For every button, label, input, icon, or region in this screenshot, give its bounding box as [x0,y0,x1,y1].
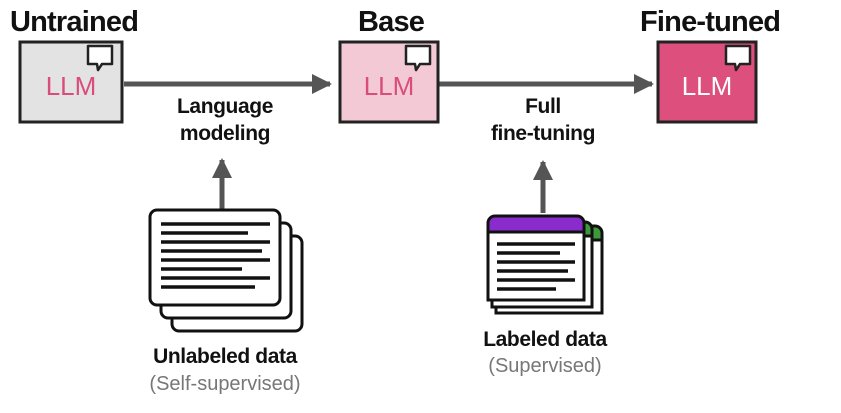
labeled-document-stack-icon [486,214,604,315]
speech-bubble-icon [404,44,432,72]
untrained-llm-label: LLM [45,71,97,101]
language-modeling-label: Language modeling [150,93,300,147]
speech-bubble-icon [724,44,752,72]
process-label-line: fine-tuning [490,122,596,145]
process-label-line: modeling [179,122,271,145]
labeled-data-subtitle: (Supervised) [488,355,602,377]
base-stage-title: Base [358,6,425,38]
process-label-line: Language [177,95,273,118]
finetuned-llm-label: LLM [681,71,733,101]
process-label-line: Full [525,95,561,118]
base-llm-label: LLM [363,71,415,101]
full-fine-tuning-label: Full fine-tuning [470,93,616,147]
untrained-stage-title: Untrained [10,6,139,38]
finetuned-stage-title: Fine-tuned [640,6,781,38]
speech-bubble-icon [86,44,114,72]
unlabeled-data-title: Unlabeled data [153,345,297,368]
base-llm-box [338,40,440,124]
labeled-data-title: Labeled data [483,328,607,351]
unlabeled-document-stack-icon [148,208,304,333]
unlabeled-data-subtitle: (Self-supervised) [149,373,301,395]
